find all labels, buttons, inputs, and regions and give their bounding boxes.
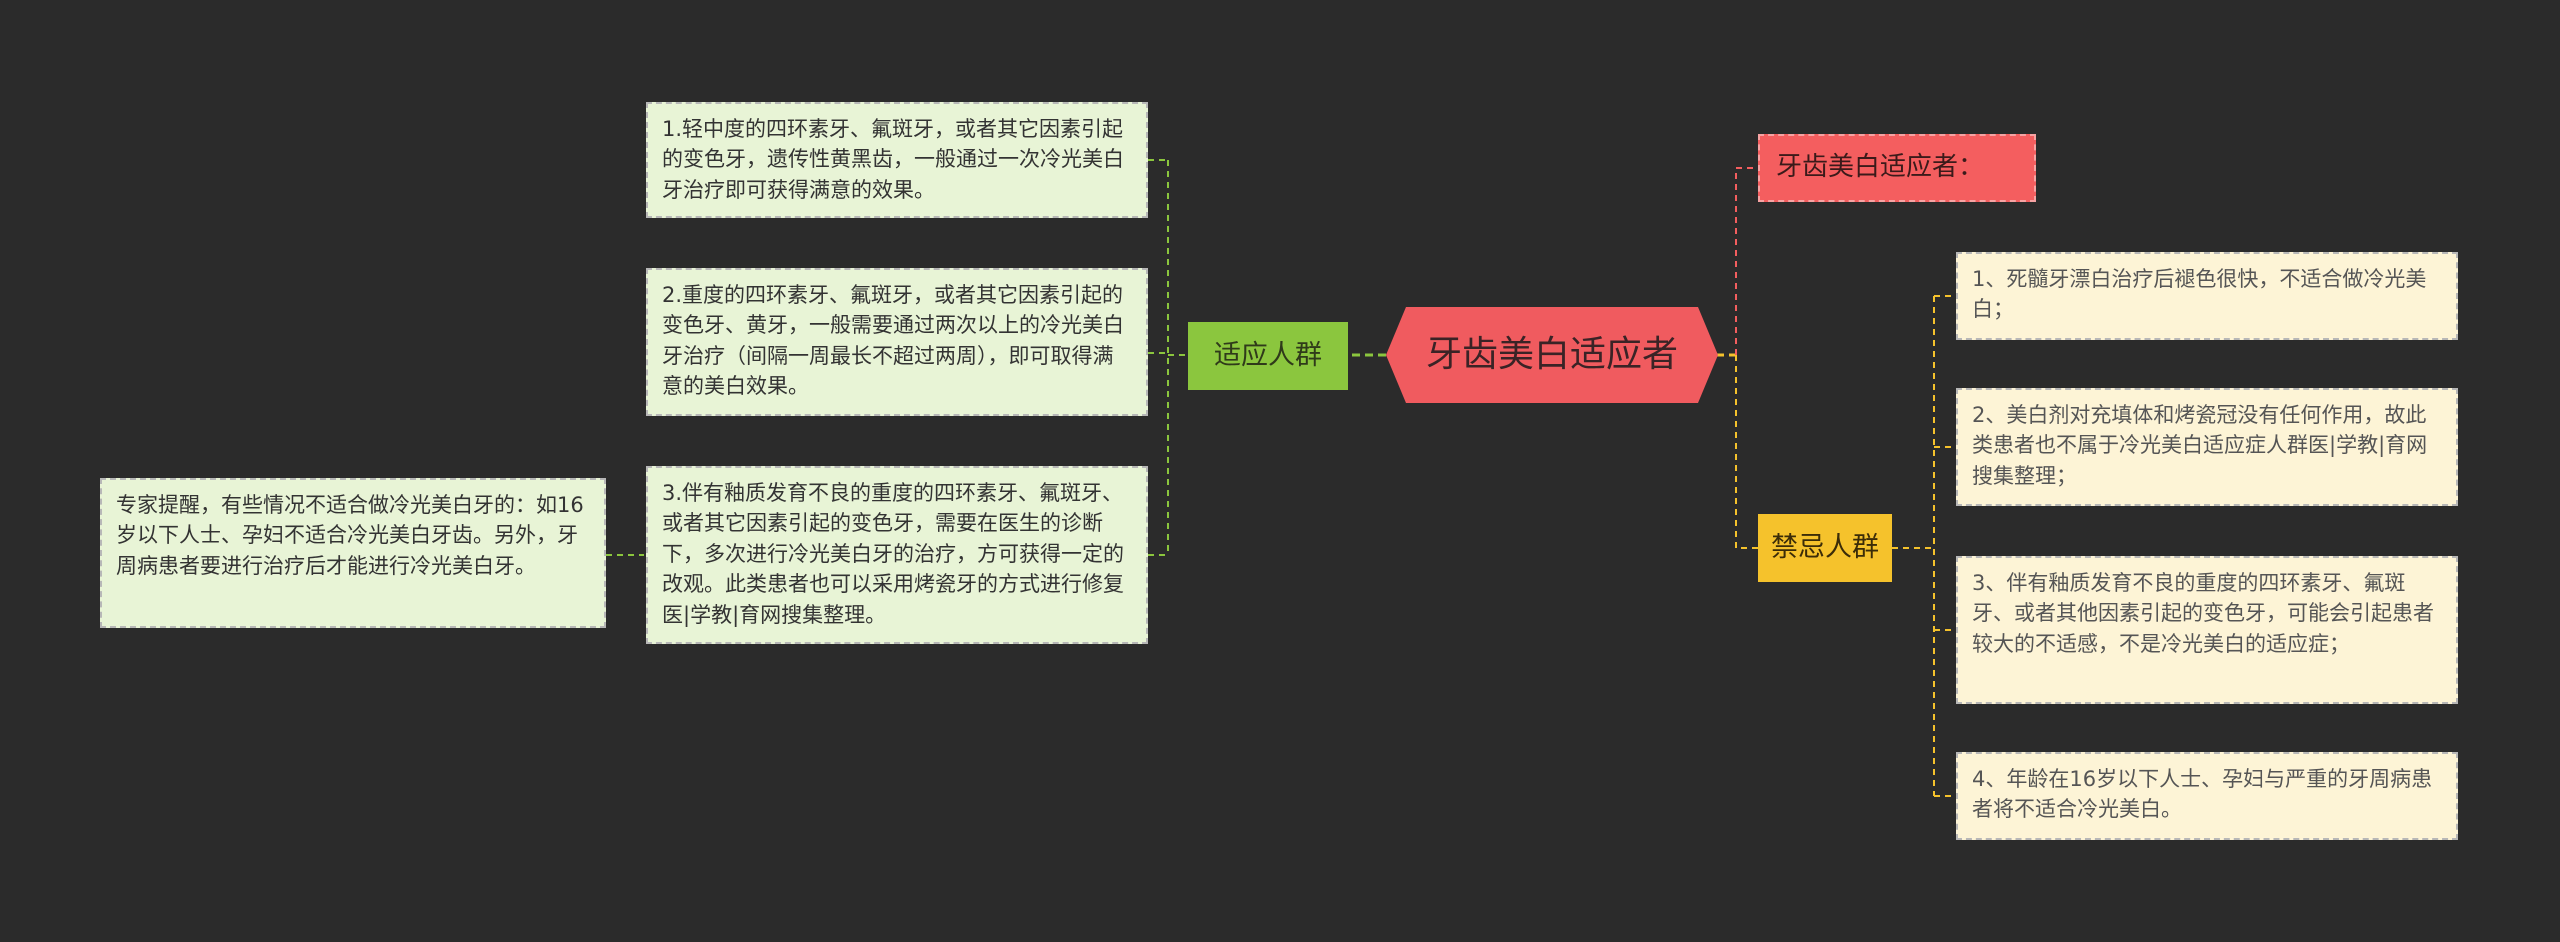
contra-item-4-text: 4、年龄在16岁以下人士、孕妇与严重的牙周病患者将不适合冷光美白。 [1972,767,2433,822]
suitable-item-2[interactable]: 2.重度的四环素牙、氟斑牙，或者其它因素引起的变色牙、黄牙，一般需要通过两次以上… [646,268,1148,416]
branch-title-tag[interactable]: 牙齿美白适应者： [1758,134,2036,202]
connector-root-contraindicated [1735,355,1758,549]
suitable-note-text: 专家提醒，有些情况不适合做冷光美白牙的：如16岁以下人士、孕妇不适合冷光美白牙齿… [116,493,584,578]
root-node[interactable]: 牙齿美白适应者 [1386,307,1718,403]
branch-contraindicated-label: 禁忌人群 [1771,532,1879,564]
contra-item-2[interactable]: 2、美白剂对充填体和烤瓷冠没有任何作用，故此类患者也不属于冷光美白适应症人群医|… [1956,388,2458,506]
suitable-item-1[interactable]: 1.轻中度的四环素牙、氟斑牙，或者其它因素引起的变色牙，遗传性黄黑齿，一般通过一… [646,102,1148,218]
suitable-note[interactable]: 专家提醒，有些情况不适合做冷光美白牙的：如16岁以下人士、孕妇不适合冷光美白牙齿… [100,478,606,628]
contra-item-3-text: 3、伴有釉质发育不良的重度的四环素牙、氟斑牙、或者其他因素引起的变色牙，可能会引… [1972,571,2434,656]
contra-item-1[interactable]: 1、死髓牙漂白治疗后褪色很快，不适合做冷光美白； [1956,252,2458,340]
branch-suitable[interactable]: 适应人群 [1188,322,1348,390]
suitable-item-3-text: 3.伴有釉质发育不良的重度的四环素牙、氟斑牙、或者其它因素引起的变色牙，需要在医… [662,481,1124,627]
contra-item-1-text: 1、死髓牙漂白治疗后褪色很快，不适合做冷光美白； [1972,267,2427,322]
contra-item-3[interactable]: 3、伴有釉质发育不良的重度的四环素牙、氟斑牙、或者其他因素引起的变色牙，可能会引… [1956,556,2458,704]
connector-root-title-tag [1735,167,1758,355]
root-label: 牙齿美白适应者 [1425,333,1678,375]
branch-contraindicated[interactable]: 禁忌人群 [1758,514,1892,582]
branch-title-tag-label: 牙齿美白适应者： [1776,152,1985,183]
suitable-item-3[interactable]: 3.伴有釉质发育不良的重度的四环素牙、氟斑牙、或者其它因素引起的变色牙，需要在医… [646,466,1148,644]
suitable-item-2-text: 2.重度的四环素牙、氟斑牙，或者其它因素引起的变色牙、黄牙，一般需要通过两次以上… [662,283,1124,399]
contra-item-2-text: 2、美白剂对充填体和烤瓷冠没有任何作用，故此类患者也不属于冷光美白适应症人群医|… [1972,403,2428,488]
branch-suitable-label: 适应人群 [1214,340,1322,372]
suitable-item-1-text: 1.轻中度的四环素牙、氟斑牙，或者其它因素引起的变色牙，遗传性黄黑齿，一般通过一… [662,117,1124,202]
contra-item-4[interactable]: 4、年龄在16岁以下人士、孕妇与严重的牙周病患者将不适合冷光美白。 [1956,752,2458,840]
